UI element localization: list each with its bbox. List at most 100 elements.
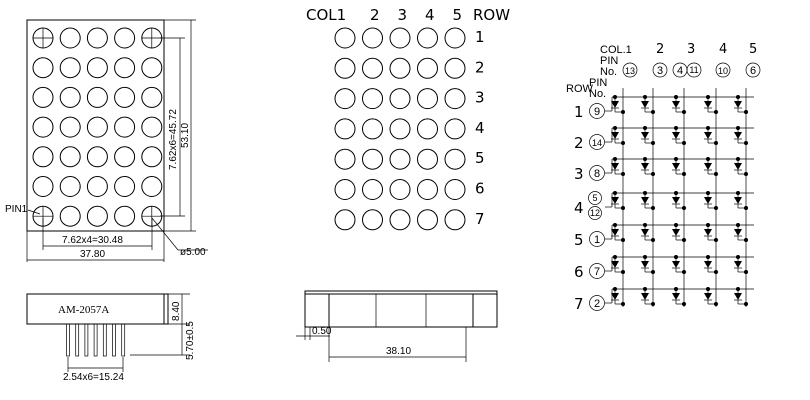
- matrix-dot: [362, 57, 383, 79]
- circuit-row-number: 1: [574, 103, 584, 121]
- circuit-row-label: ROW: [566, 83, 594, 95]
- led-diode: [611, 132, 619, 139]
- matrix-dot: [417, 118, 438, 140]
- side-view: AM-2057A 8.40 5.70±0.5 2.54x6=15.24: [26, 293, 196, 383]
- circuit-col-number: 2: [656, 42, 664, 57]
- col-pin-circle: [715, 62, 731, 78]
- col-pin-circle: [622, 62, 638, 78]
- junction-dot: [714, 206, 718, 210]
- matrix-row-number: 1: [475, 28, 485, 46]
- junction-dot: [744, 141, 748, 145]
- matrix-dot: [444, 179, 466, 200]
- led-diode: [672, 293, 680, 300]
- side-view-pins: [66, 323, 126, 357]
- matrix-row-number: 5: [475, 149, 485, 167]
- dim-width-pitch: 7.62x4=30.48: [62, 235, 123, 246]
- junction-dot: [651, 302, 655, 306]
- matrix-row-number: 7: [475, 210, 485, 228]
- matrix-dot: [334, 118, 356, 140]
- dim-width-total: 37.80: [80, 249, 105, 260]
- dim-offset: 0.50: [312, 326, 332, 337]
- row-pin-circle: [589, 165, 605, 181]
- front-dot: [32, 57, 54, 79]
- side-pin: [66, 323, 70, 357]
- matrix-dot: [389, 88, 411, 110]
- front-dot: [114, 176, 136, 197]
- junction-dot: [744, 206, 748, 210]
- front-dot: [59, 86, 81, 108]
- col-pin-circle: [652, 62, 668, 78]
- junction-dot: [682, 110, 686, 114]
- matrix-dot: [334, 148, 356, 170]
- front-dot: [86, 116, 108, 138]
- matrix-dot: [444, 118, 466, 140]
- matrix-dot: [444, 88, 466, 110]
- junction-dot: [744, 172, 748, 176]
- matrix-dot: [334, 88, 356, 110]
- matrix-row-header: ROW: [473, 6, 510, 24]
- circuit-col-label: COL.1: [600, 44, 632, 56]
- matrix-dot: [417, 88, 438, 110]
- front-dot: [141, 176, 163, 197]
- junction-dot: [682, 270, 686, 274]
- led-diode: [611, 197, 619, 204]
- junction-dot: [651, 172, 655, 176]
- matrix-dot: [444, 27, 466, 49]
- row-pin-number: 8: [594, 168, 600, 180]
- junction-dot: [682, 238, 686, 242]
- col-pin-number: 6: [750, 65, 756, 77]
- row-pin-number: 14: [592, 138, 602, 148]
- led-diode: [641, 261, 649, 268]
- junction-dot: [714, 238, 718, 242]
- row-pin-circle: [588, 206, 602, 220]
- matrix-dot: [389, 179, 411, 200]
- matrix-dot: [362, 118, 383, 140]
- matrix-dot: [362, 148, 383, 170]
- matrix-dot: [389, 209, 411, 231]
- front-dot: [59, 205, 81, 227]
- front-view: 7.62x6=45.72 53.10 7.62x4=30.48 37.80 PI…: [5, 19, 208, 262]
- led-diode: [672, 101, 680, 108]
- matrix-dot-grid: [334, 27, 466, 231]
- row-pin-number: 5: [592, 193, 597, 203]
- junction-dot: [744, 238, 748, 242]
- matrix-col-number: 4: [425, 6, 435, 24]
- front-dot: [86, 176, 108, 197]
- circuit-pin-no-label: No.: [600, 66, 617, 78]
- junction-dot: [621, 238, 625, 242]
- junction-dot: [651, 141, 655, 145]
- junction-dot: [651, 206, 655, 210]
- led-diode: [704, 197, 712, 204]
- led-diode: [672, 132, 680, 139]
- circuit-row-number: 3: [574, 165, 584, 183]
- row-pin-number: 2: [594, 298, 600, 310]
- led-diode: [611, 163, 619, 170]
- front-dot: [86, 27, 108, 49]
- dim-pin-pitch: 2.54x6=15.24: [63, 372, 124, 383]
- side-pin: [102, 323, 107, 357]
- front-dot: [141, 57, 163, 79]
- led-diode: [734, 229, 742, 236]
- front-dot: [59, 116, 81, 138]
- led-diode: [734, 132, 742, 139]
- junction-dot: [651, 238, 655, 242]
- side-pin: [121, 323, 126, 357]
- col-pin-number: 11: [689, 65, 698, 75]
- junction-dot: [651, 110, 655, 114]
- matrix-row-number: 2: [475, 58, 485, 76]
- circuit-row-pin-label: PIN: [589, 77, 607, 89]
- led-diode: [611, 229, 619, 236]
- led-diode: [734, 261, 742, 268]
- circuit-col-number: 3: [687, 42, 695, 57]
- matrix-dot: [444, 148, 466, 170]
- circuit-row-number: 6: [574, 263, 584, 281]
- front-dot: [141, 116, 163, 138]
- junction-dot: [714, 110, 718, 114]
- matrix-dot: [389, 27, 411, 49]
- pin1-label: PIN1: [5, 204, 28, 215]
- junction-dot: [651, 270, 655, 274]
- front-dot: [114, 86, 136, 108]
